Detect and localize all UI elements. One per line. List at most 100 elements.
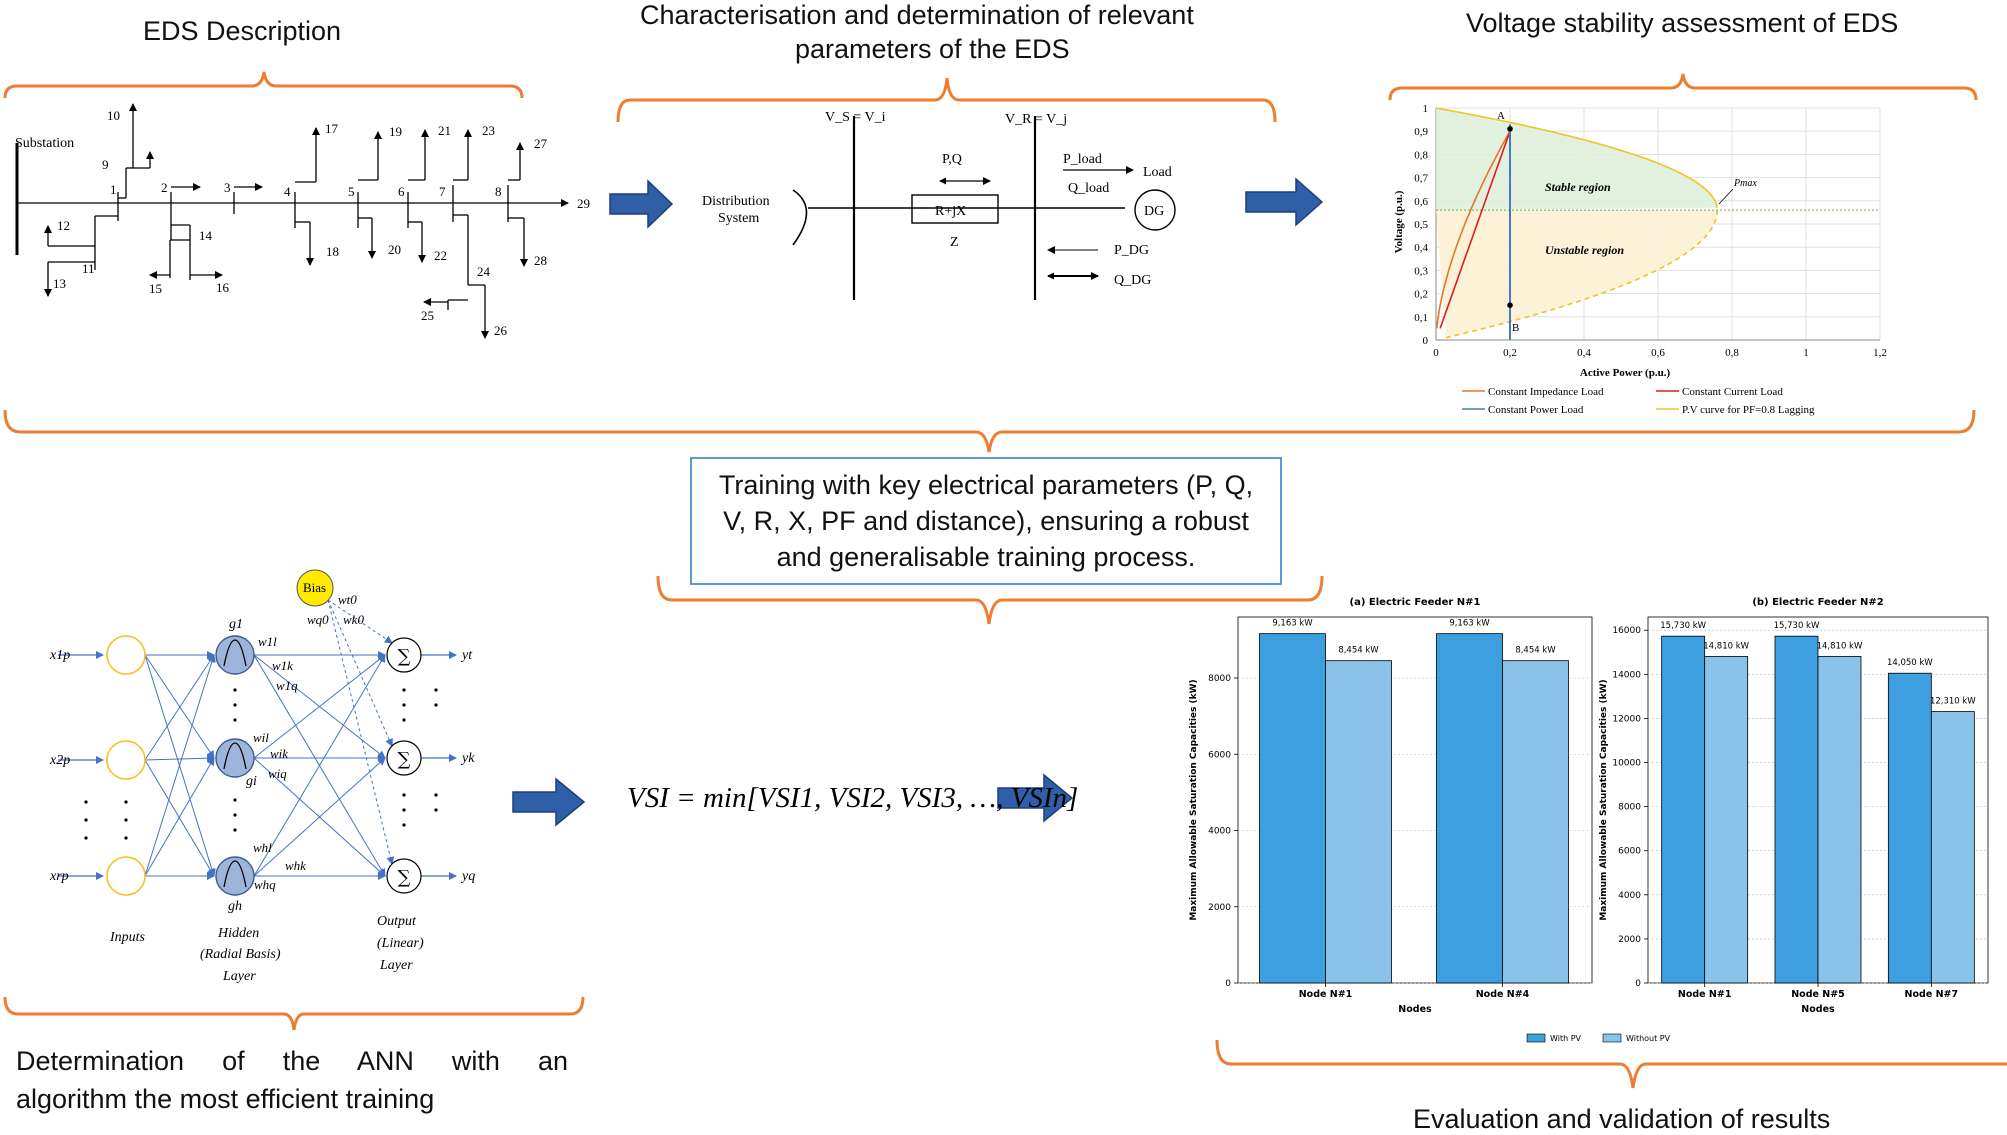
ytick-label: 4000 [1618,891,1641,901]
hidden-node [215,738,255,778]
output-label: yq [460,869,475,884]
legend-impedance: Constant Impedance Load [1488,386,1604,398]
hidden-node [215,635,255,675]
brace-training [656,575,1324,625]
hidden-label: gh [228,899,242,914]
bar-with-pv [1774,635,1819,984]
pv-ytick-label: 0 [1423,335,1429,347]
input-hidden-link [144,654,215,759]
pq-label: P,Q [942,152,962,167]
ytick-label: 6000 [1208,750,1231,760]
weight-label: wiq [268,766,287,781]
node-label: 14 [199,228,213,243]
category-label: Node N#4 [1476,989,1530,1000]
brace-top-section [3,409,1976,453]
ann-connections [58,599,457,880]
legend-pv: P.V curve for PF=0.8 Lagging [1682,404,1815,416]
current-load-curve [1439,128,1512,329]
bar-value-label: 12,310 kW [1930,697,1976,707]
pv-xtick-label: 0,8 [1725,347,1739,359]
hidden-node [215,856,255,896]
node-label: 28 [534,253,547,268]
input-label: x2p [49,753,70,768]
ann-description-line2: algorithm the most efficient training [16,1084,435,1114]
category-label: Node N#1 [1299,989,1353,1000]
input-label: xrp [49,869,69,884]
bar-value-label: 9,163 kW [1449,619,1490,629]
input-hidden-link [144,757,215,877]
bar-with-pv [1436,633,1503,984]
ytick-label: 14000 [1612,670,1641,680]
pv-xtick-label: 0,6 [1651,347,1665,359]
point-b-label: B [1512,322,1519,334]
pv-curves [1435,107,1880,340]
weight-label: wq0 [307,612,329,627]
hidden-output-link [253,654,386,759]
bar-value-label: 14,810 kW [1703,641,1749,651]
impedance-label: R+jX [935,204,966,219]
distribution-arc [792,189,808,246]
training-box: Training with key electrical parameters … [690,457,1282,585]
input-hidden-link [144,759,215,877]
output-label: yt [460,648,473,663]
bar-with-pv [1661,635,1706,984]
pv-xtick-label: 1,2 [1873,347,1887,359]
bar-without-pv [1930,711,1975,984]
unstable-region [1436,210,1718,338]
bar-chart-feeder-2: 020004000600080001000012000140001600015,… [1599,597,1989,1015]
pv-ytick-label: 0,8 [1414,149,1428,161]
vr-label: V_R = V_j [1005,112,1067,127]
node-label: 2 [161,180,168,195]
weight-label: w1k [272,658,293,673]
pmax-label: Pmax [1733,178,1757,189]
bar-ylabel: Maximum Allowable Saturation Capacities … [1189,679,1199,920]
input-node [106,856,146,896]
weight-label: wil [253,730,269,745]
category-label: Node N#5 [1791,989,1845,1000]
weight-label: wk0 [343,612,364,627]
weight-label: wt0 [338,592,357,607]
node-label: 27 [534,136,548,151]
bar-with-pv [1887,672,1932,984]
ytick-label: 12000 [1612,714,1641,724]
node-label: 12 [57,218,70,233]
layer-output-label: (Linear) [377,936,424,951]
node-label: 26 [494,323,508,338]
node-label: 15 [149,281,162,296]
layer-output-label: Output [377,914,417,929]
node-label: 10 [107,108,120,123]
ytick-label: 10000 [1612,759,1641,769]
node-label: 5 [348,184,355,199]
dg-circle [1134,189,1176,231]
pv-xtick-label: 0 [1433,347,1439,359]
weight-label: whl [253,840,272,855]
pv-curve-lower [1445,210,1718,339]
impedance-box [911,194,999,224]
category-label: Node N#7 [1905,989,1959,1000]
node-label: 20 [388,242,401,257]
pv-ytick-label: 0,2 [1414,289,1428,301]
distribution-label: Distribution [702,194,770,209]
ytick-label: 16000 [1612,626,1641,636]
bar-chart-title: (a) Electric Feeder N#1 [1350,597,1481,608]
bar-value-label: 15,730 kW [1660,621,1706,631]
stable-region-label: Stable region [1545,180,1611,194]
layer-hidden-label: (Radial Basis) [200,947,281,962]
two-bus-labels: V_S = V_i V_R = V_j Distribution System … [702,110,1172,288]
node-label: 25 [421,308,434,323]
pv-ytick-label: 0,9 [1414,126,1428,138]
bar-without-pv [1325,660,1392,984]
bar-legend: With PV Without PV [1526,1033,1671,1043]
weight-label: wik [270,746,288,761]
point-a-label: A [1497,110,1505,122]
ytick-label: 6000 [1618,847,1641,857]
node-label: 21 [438,123,451,138]
eds-labels: Substation 1 2 3 4 5 6 7 8 9 10 11 12 13… [15,108,590,338]
bar-without-pv [1502,660,1569,984]
input-hidden-link [144,654,215,761]
brace-parameters [616,77,1277,123]
brace-stability [1388,73,1978,101]
bias-node [296,569,334,607]
pv-xlabel: Active Power (p.u.) [1580,367,1671,379]
bar-without-pv [1817,656,1862,984]
